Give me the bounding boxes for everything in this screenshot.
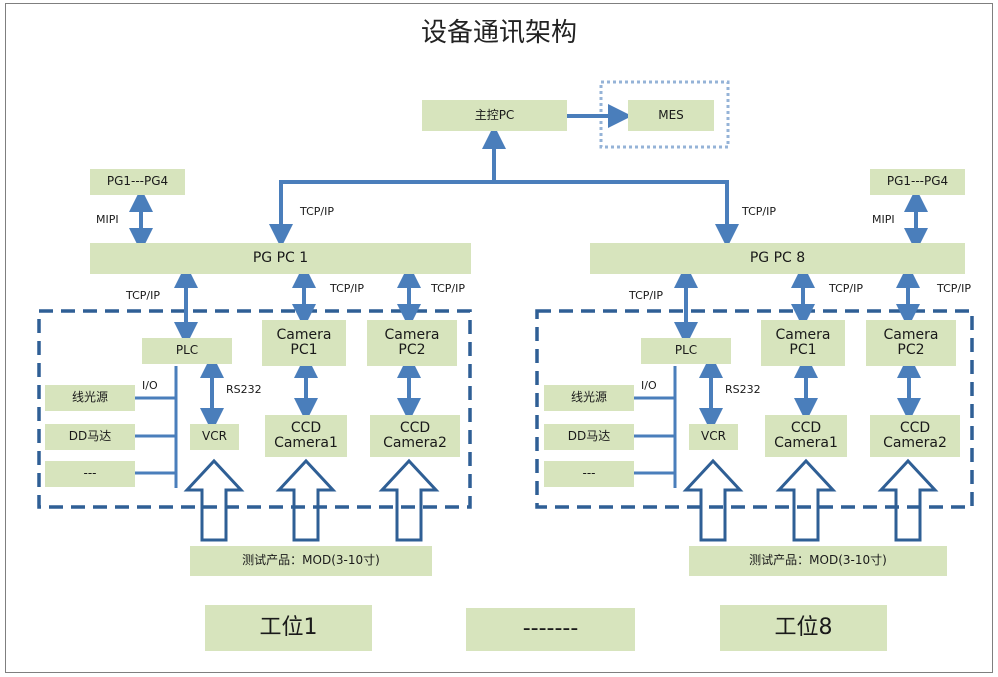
station1-camera-pc2-box: Camera PC2 <box>367 320 457 366</box>
station1-label-box: 工位1 <box>205 605 372 651</box>
master-pc-box: 主控PC <box>422 100 567 131</box>
diagram-frame <box>5 3 993 673</box>
station8-ccd2-product-arrow <box>877 458 939 542</box>
station8-ccd1-box: CCD Camera1 <box>765 415 847 457</box>
middle-label: ------- <box>522 616 579 642</box>
station8-source-1: DD马达 <box>544 424 634 450</box>
station1-ccd2-product-arrow <box>378 458 440 542</box>
station1-source-label: DD马达 <box>68 429 112 444</box>
station1-pg-pc-label: PG PC 1 <box>252 249 309 266</box>
station8-source-0: 线光源 <box>544 385 634 411</box>
station1-plc-label: PLC <box>175 343 199 358</box>
station8-pg-label: PG1---PG4 <box>886 174 949 189</box>
station8-source-label: --- <box>582 466 596 481</box>
station8-camera-pc2-label: Camera PC2 <box>883 326 939 358</box>
mes-box: MES <box>628 100 714 131</box>
middle-label-box: ------- <box>466 608 635 651</box>
tcp-bus-left <box>269 180 494 248</box>
station8-plc-box: PLC <box>641 338 731 364</box>
mes-label: MES <box>658 107 684 122</box>
station1-source-1: DD马达 <box>45 424 135 450</box>
station8-pg-box: PG1---PG4 <box>870 169 965 195</box>
master-pc-label: 主控PC <box>474 107 515 122</box>
station8-product-arrows <box>682 458 939 542</box>
station1-camera-pc1-box: Camera PC1 <box>262 320 346 366</box>
station8-vcr-box: VCR <box>689 424 738 450</box>
station8-mipi-label: MIPI <box>872 213 895 226</box>
station1-source-label: --- <box>83 466 97 481</box>
diagram-title: 设备通讯架构 <box>420 18 577 48</box>
station8-camera-pc1-label: Camera PC1 <box>775 326 831 358</box>
station8-tcp-cam2-label: TCP/IP <box>937 282 971 295</box>
station8-label-box: 工位8 <box>720 605 887 651</box>
station1-tcp-upper-label: TCP/IP <box>300 205 334 218</box>
station8-tcp-plc-label: TCP/IP <box>629 289 663 302</box>
station1-pg-label: PG1---PG4 <box>106 174 169 189</box>
station8-product-label: 测试产品：MOD(3-10寸) <box>749 553 887 568</box>
station1-plc-box: PLC <box>142 338 232 364</box>
station1-pg-box: PG1---PG4 <box>90 169 185 195</box>
station1-product-label: 测试产品：MOD(3-10寸) <box>242 553 380 568</box>
station8-pg-pc-box: PG PC 8 <box>590 243 965 274</box>
station8-ccd1-product-arrow <box>775 458 837 542</box>
station8-label: 工位8 <box>774 614 833 640</box>
station1-source-label: 线光源 <box>71 390 108 405</box>
station1-source-0: 线光源 <box>45 385 135 411</box>
station1-product-arrows <box>183 458 440 542</box>
station8-rs232-label: RS232 <box>725 383 761 396</box>
station1-dashed-region <box>37 309 472 509</box>
station8-ccd2-label: CCD Camera2 <box>883 419 947 451</box>
station1-rs232-label: RS232 <box>226 383 262 396</box>
station8-vcr-label: VCR <box>701 429 726 444</box>
station8-tcp-cam1-label: TCP/IP <box>829 282 863 295</box>
station1-vcr-product-arrow <box>183 458 245 542</box>
station8-camera-pc1-box: Camera PC1 <box>761 320 845 366</box>
station1-ccd1-label: CCD Camera1 <box>274 419 338 451</box>
station1-camera-pc1-label: Camera PC1 <box>276 326 332 358</box>
station8-source-label: 线光源 <box>570 390 607 405</box>
station8-plc-label: PLC <box>674 343 698 358</box>
station1-ccd2-box: CCD Camera2 <box>370 415 460 457</box>
station1-ccd2-label: CCD Camera2 <box>383 419 447 451</box>
station8-dashed-region <box>535 309 974 509</box>
station8-source-label: DD马达 <box>567 429 611 444</box>
station1-camera-pc2-label: Camera PC2 <box>384 326 440 358</box>
station1-label: 工位1 <box>259 614 318 640</box>
station8-product-box: 测试产品：MOD(3-10寸) <box>689 546 947 576</box>
station1-mipi-label: MIPI <box>96 213 119 226</box>
station8-ccd2-box: CCD Camera2 <box>870 415 960 457</box>
station1-tcp-cam1-label: TCP/IP <box>330 282 364 295</box>
station1-source-2: --- <box>45 461 135 487</box>
station8-vcr-product-arrow <box>682 458 744 542</box>
station1-product-box: 测试产品：MOD(3-10寸) <box>190 546 432 576</box>
station1-ccd1-box: CCD Camera1 <box>265 415 347 457</box>
station1-vcr-box: VCR <box>190 424 239 450</box>
station8-source-2: --- <box>544 461 634 487</box>
station8-io-label: I/O <box>641 379 657 392</box>
station1-vcr-label: VCR <box>202 429 227 444</box>
station1-tcp-plc-label: TCP/IP <box>126 289 160 302</box>
station1-pg-pc-box: PG PC 1 <box>90 243 471 274</box>
station8-tcp-upper-label: TCP/IP <box>742 205 776 218</box>
station1-tcp-cam2-label: TCP/IP <box>431 282 465 295</box>
station8-camera-pc2-box: Camera PC2 <box>866 320 956 366</box>
station1-io-label: I/O <box>142 379 158 392</box>
tcp-bus-right <box>494 180 739 248</box>
station8-ccd1-label: CCD Camera1 <box>774 419 838 451</box>
station1-ccd1-product-arrow <box>275 458 337 542</box>
station8-pg-pc-label: PG PC 8 <box>749 249 806 266</box>
